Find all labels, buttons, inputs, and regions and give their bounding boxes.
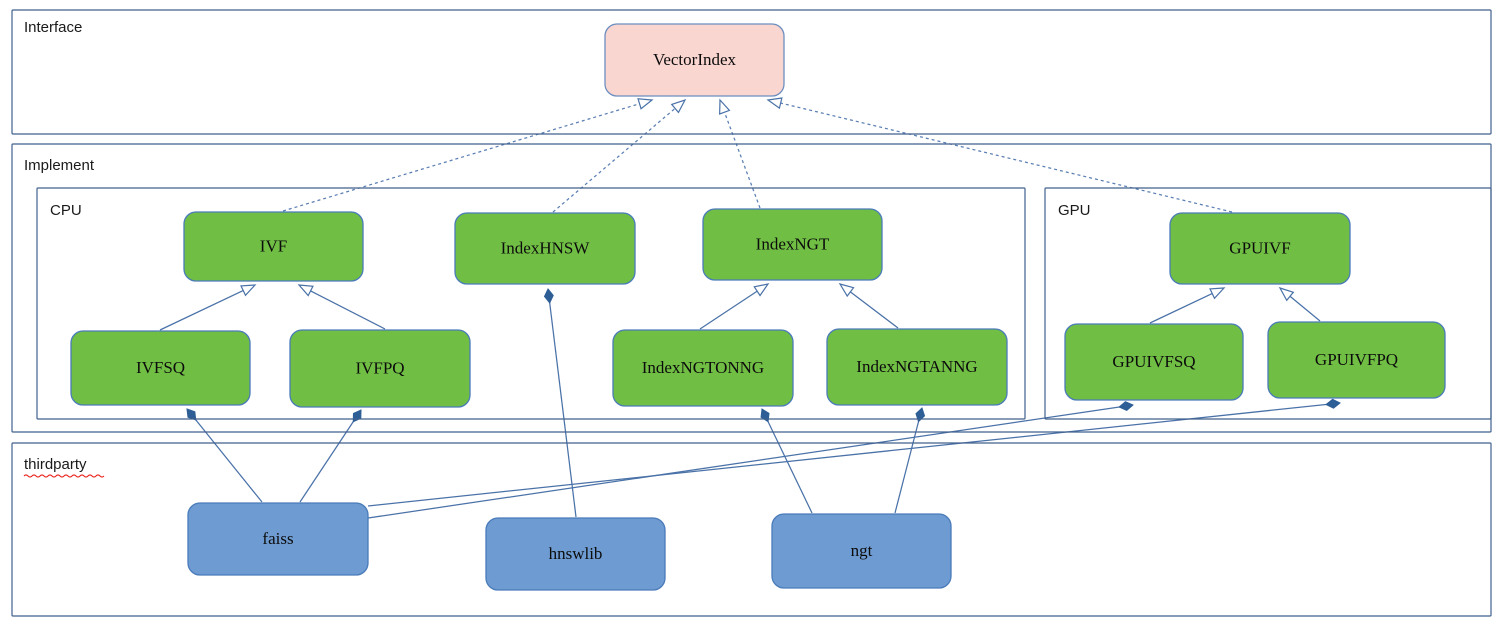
class-node-hnswlib[interactable]: hnswlib (485, 517, 666, 591)
filled-diamond-arrowhead-icon (186, 408, 197, 421)
class-node-box-gpuivfpq[interactable] (1267, 321, 1446, 399)
edge-ngt-to-indexngtonng (767, 420, 813, 514)
class-node-vectorindex[interactable]: VectorIndex (604, 23, 785, 97)
filled-diamond-arrowhead-icon (1325, 398, 1341, 409)
class-node-box-gpuivfsq[interactable] (1064, 323, 1244, 401)
class-node-label-ivf: IVF (260, 236, 287, 255)
filled-diamond-arrowhead-icon (915, 407, 926, 423)
class-node-label-gpuivfsq: GPUIVFSQ (1112, 352, 1195, 371)
edge-indexngtonng-to-indexngt (699, 290, 759, 330)
class-node-box-ivfpq[interactable] (289, 329, 471, 408)
class-node-box-ivfsq[interactable] (70, 330, 251, 406)
class-node-label-gpuivf: GPUIVF (1229, 238, 1290, 257)
edge-faiss-to-gpuivfpq (367, 403, 1328, 507)
package-box-gpu (1044, 187, 1492, 420)
filled-diamond-arrowhead-icon (1118, 401, 1134, 411)
class-node-gpuivfpq[interactable]: GPUIVFPQ (1267, 321, 1446, 399)
spellcheck-squiggle-icon (23, 474, 105, 478)
hollow-triangle-arrowhead-icon (753, 283, 770, 297)
package-label-implement: Implement (24, 157, 95, 174)
hollow-triangle-arrowhead-icon (1278, 286, 1295, 302)
class-node-label-ngt: ngt (851, 541, 873, 560)
class-node-box-ivf[interactable] (183, 211, 364, 282)
class-node-indexngt[interactable]: IndexNGT (702, 208, 883, 281)
edge-faiss-to-ivfsq (194, 418, 263, 503)
package-label-interface: Interface (24, 19, 82, 36)
class-node-label-ivfpq: IVFPQ (355, 358, 404, 377)
class-node-indexhnsw[interactable]: IndexHNSW (454, 212, 636, 285)
edge-ivfsq-to-ivf (159, 289, 245, 331)
package-label-gpu: GPU (1058, 202, 1091, 219)
edge-indexngt-to-vectorindex (723, 110, 761, 209)
hollow-triangle-arrowhead-icon (1209, 287, 1226, 300)
class-node-faiss[interactable]: faiss (187, 502, 369, 576)
class-node-indexngtonng[interactable]: IndexNGTONNG (612, 329, 794, 407)
filled-diamond-arrowhead-icon (543, 288, 554, 304)
hollow-triangle-arrowhead-icon (297, 284, 314, 297)
class-node-box-ngt[interactable] (771, 513, 952, 589)
class-node-label-hnswlib: hnswlib (549, 544, 603, 563)
edge-gpuivfsq-to-gpuivf (1149, 292, 1214, 324)
edge-indexhnsw-to-vectorindex (552, 107, 677, 213)
edge-ivfpq-to-ivf (309, 289, 386, 330)
hollow-triangle-arrowhead-icon (670, 98, 687, 114)
package-box-interface (11, 9, 1492, 135)
class-node-ivf[interactable]: IVF (183, 211, 364, 282)
class-node-ngt[interactable]: ngt (771, 513, 952, 589)
class-node-label-faiss: faiss (262, 529, 293, 548)
class-node-box-indexngtonng[interactable] (612, 329, 794, 407)
class-node-label-indexhnsw: IndexHNSW (501, 238, 591, 257)
class-node-label-vectorindex: VectorIndex (653, 50, 737, 69)
class-node-label-indexngtanng: IndexNGTANNG (856, 357, 977, 376)
class-node-indexngtanng[interactable]: IndexNGTANNG (826, 328, 1008, 406)
class-node-label-indexngtonng: IndexNGTONNG (642, 358, 764, 377)
edge-hnswlib-to-indexhnsw (548, 301, 577, 518)
package-box-cpu (36, 187, 1026, 420)
class-node-box-indexhnsw[interactable] (454, 212, 636, 285)
package-label-thirdparty: thirdparty (24, 456, 87, 473)
class-node-box-faiss[interactable] (187, 502, 369, 576)
class-node-label-gpuivfpq: GPUIVFPQ (1315, 350, 1398, 369)
class-node-box-indexngt[interactable] (702, 208, 883, 281)
edge-gpuivfpq-to-gpuivf (1288, 295, 1321, 322)
class-node-ivfpq[interactable]: IVFPQ (289, 329, 471, 408)
class-node-box-hnswlib[interactable] (485, 517, 666, 591)
package-box-thirdparty (11, 442, 1492, 617)
class-node-box-vectorindex[interactable] (604, 23, 785, 97)
hollow-triangle-arrowhead-icon (719, 98, 731, 115)
hollow-triangle-arrowhead-icon (637, 98, 654, 110)
edge-ngt-to-indexngtanng (894, 420, 920, 514)
class-node-gpuivfsq[interactable]: GPUIVFSQ (1064, 323, 1244, 401)
class-node-label-ivfsq: IVFSQ (136, 358, 185, 377)
edge-indexngtanng-to-indexngt (849, 290, 899, 329)
hollow-triangle-arrowhead-icon (838, 283, 855, 298)
edge-faiss-to-ivfpq (299, 420, 355, 503)
class-node-ivfsq[interactable]: IVFSQ (70, 330, 251, 406)
class-node-box-gpuivf[interactable] (1169, 212, 1351, 285)
hollow-triangle-arrowhead-icon (766, 97, 783, 110)
edge-faiss-to-gpuivfsq (367, 406, 1121, 519)
hollow-triangle-arrowhead-icon (240, 284, 257, 297)
class-node-box-indexngtanng[interactable] (826, 328, 1008, 406)
class-node-gpuivf[interactable]: GPUIVF (1169, 212, 1351, 285)
class-node-label-indexngt: IndexNGT (756, 234, 830, 253)
package-label-cpu: CPU (50, 202, 82, 219)
edge-ivf-to-vectorindex (282, 102, 641, 212)
